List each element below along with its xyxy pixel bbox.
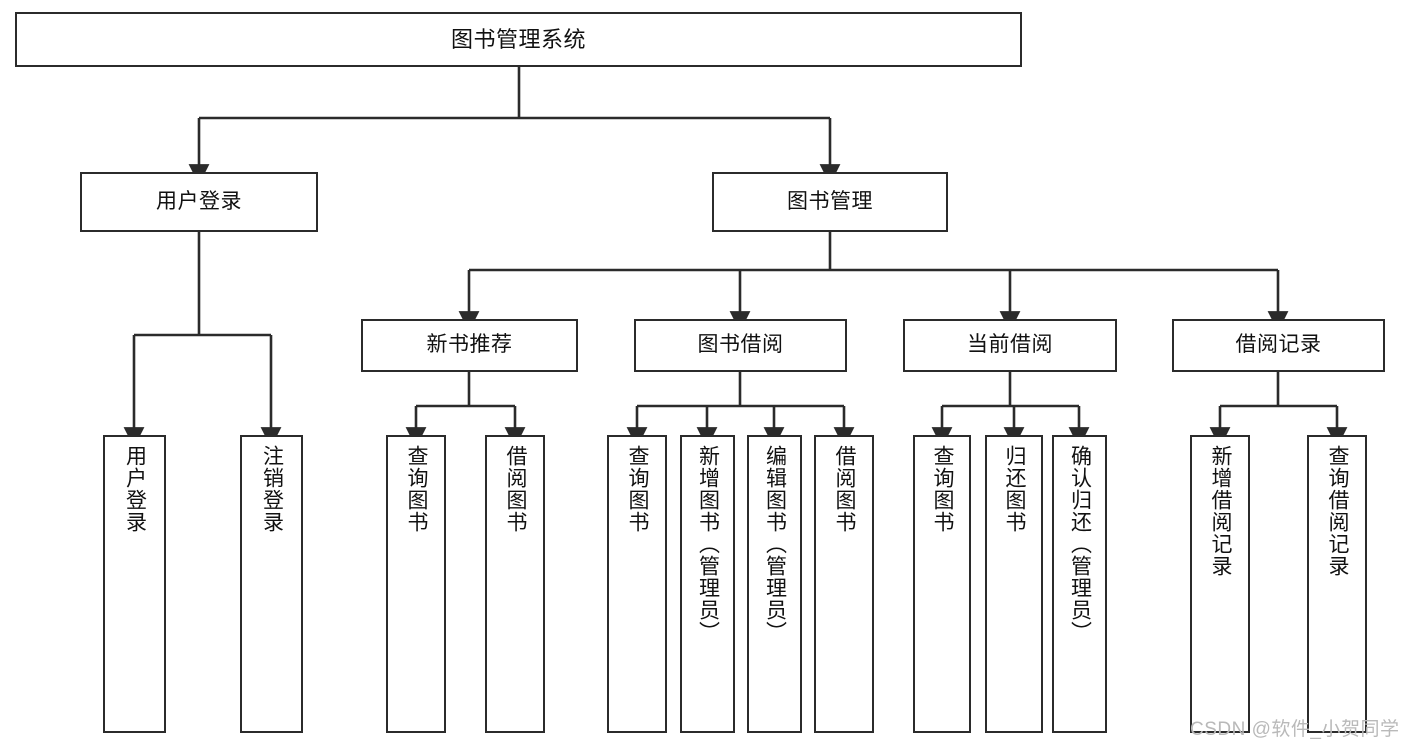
node-current-borrow-label: 当前借阅 [967, 333, 1053, 357]
node-user-login[interactable]: 用户登录 [80, 172, 318, 232]
node-user-login-label: 用户登录 [156, 189, 242, 213]
leaf-add-book-admin[interactable]: 新增图书（管理员） [680, 435, 735, 733]
leaf-add-borrow-record[interactable]: 新增借阅记录 [1190, 435, 1250, 733]
node-book-borrow[interactable]: 图书借阅 [634, 319, 847, 372]
leaf-confirm-return-admin[interactable]: 确认归还（管理员） [1052, 435, 1107, 733]
leaf-user-login-label: 用户登录 [123, 445, 147, 533]
leaf-add-book-admin-label: 新增图书（管理员） [696, 445, 720, 643]
leaf-query-book-new[interactable]: 查询图书 [386, 435, 446, 733]
node-book-management[interactable]: 图书管理 [712, 172, 948, 232]
node-book-borrow-label: 图书借阅 [697, 333, 784, 357]
leaf-edit-book-admin-label: 编辑图书（管理员） [763, 445, 787, 643]
leaf-query-borrow-record-label: 查询借阅记录 [1326, 445, 1350, 577]
leaf-borrow-book-label: 借阅图书 [833, 445, 857, 533]
leaf-query-book-borrow[interactable]: 查询图书 [607, 435, 667, 733]
leaf-borrow-book[interactable]: 借阅图书 [814, 435, 874, 733]
leaf-borrow-book-new[interactable]: 借阅图书 [485, 435, 545, 733]
leaf-query-borrow-record[interactable]: 查询借阅记录 [1307, 435, 1367, 733]
leaf-logout-label: 注销登录 [260, 445, 284, 533]
leaf-query-book-current[interactable]: 查询图书 [913, 435, 971, 733]
leaf-return-book-label: 归还图书 [1003, 445, 1027, 533]
leaf-query-book-borrow-label: 查询图书 [626, 445, 650, 533]
leaf-add-borrow-record-label: 新增借阅记录 [1209, 445, 1233, 577]
leaf-query-book-current-label: 查询图书 [931, 445, 955, 533]
node-book-management-label: 图书管理 [787, 189, 873, 213]
node-borrow-records[interactable]: 借阅记录 [1172, 319, 1385, 372]
node-root-label: 图书管理系统 [450, 26, 586, 52]
node-current-borrow[interactable]: 当前借阅 [903, 319, 1117, 372]
csdn-watermark: CSDN @软件_小贺同学 [1190, 719, 1400, 740]
leaf-edit-book-admin[interactable]: 编辑图书（管理员） [747, 435, 802, 733]
leaf-query-book-new-label: 查询图书 [405, 445, 429, 533]
node-root-system[interactable]: 图书管理系统 [15, 12, 1022, 67]
leaf-user-login[interactable]: 用户登录 [103, 435, 166, 733]
leaf-confirm-return-admin-label: 确认归还（管理员） [1068, 445, 1092, 643]
leaf-borrow-book-new-label: 借阅图书 [504, 445, 528, 533]
node-borrow-records-label: 借阅记录 [1235, 333, 1322, 357]
node-new-book-recommend[interactable]: 新书推荐 [361, 319, 578, 372]
leaf-return-book[interactable]: 归还图书 [985, 435, 1043, 733]
node-new-book-recommend-label: 新书推荐 [426, 333, 513, 357]
leaf-logout[interactable]: 注销登录 [240, 435, 303, 733]
